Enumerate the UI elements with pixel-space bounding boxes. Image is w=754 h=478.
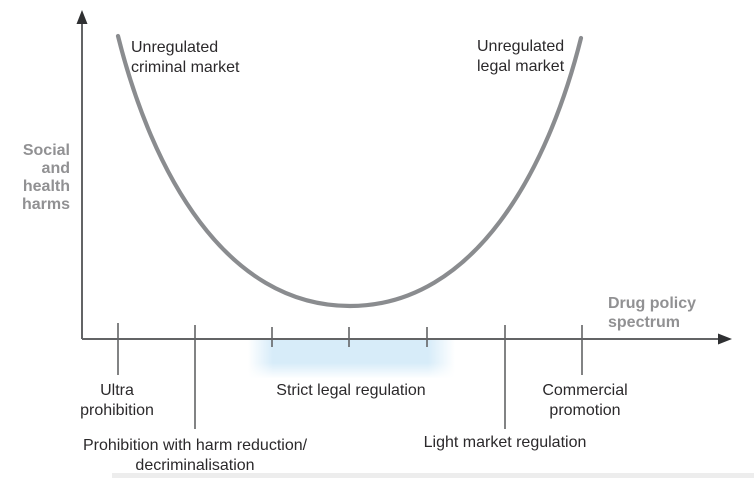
tick-label-ultra-prohibition: Ultra prohibition: [80, 382, 154, 419]
tick-label-prohibition-harm-reduction: Prohibition with harm reduction/ decrimi…: [82, 437, 308, 474]
tick-label-light-market-regulation: Light market regulation: [423, 434, 587, 451]
y-axis-label: Social and health harms: [21, 142, 70, 213]
x-axis-arrowhead: [718, 333, 732, 345]
tick-label-commercial-promotion: Commercial promotion: [542, 382, 628, 419]
cropped-bottom-strip: [112, 473, 754, 478]
tick-label-strict-legal-regulation: Strict legal regulation: [276, 382, 426, 399]
annotation-unregulated-legal-market: Unregulated legal market: [477, 38, 565, 75]
y-axis-arrowhead: [76, 10, 88, 24]
x-axis-label: Drug policy spectrum: [608, 295, 697, 331]
strict-regulation-highlight-zone: [248, 340, 455, 378]
harm-curve: [115, 33, 584, 309]
annotation-unregulated-criminal-market: Unregulated criminal market: [131, 39, 240, 76]
